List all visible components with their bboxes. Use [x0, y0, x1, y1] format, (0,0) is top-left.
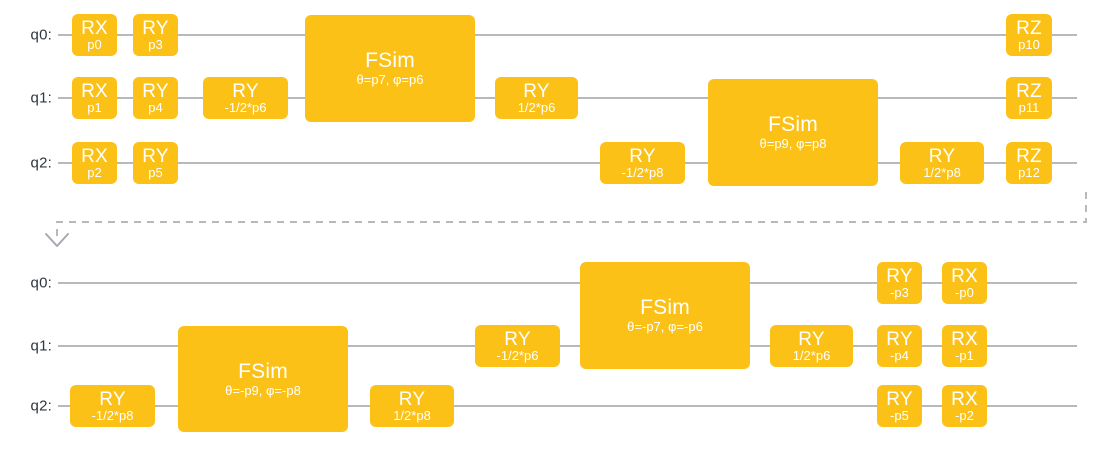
gate-label: RX: [81, 145, 108, 167]
gate-rz-p10[interactable]: RZ p10: [1006, 14, 1052, 56]
gate-fsim-neg-p7-neg-p6[interactable]: FSim θ=-p7, φ=-p6: [580, 262, 750, 369]
gate-ry-p4[interactable]: RY p4: [133, 77, 178, 119]
gate-label: RZ: [1016, 145, 1042, 167]
gate-param: p11: [1018, 99, 1040, 115]
gate-label: FSim: [238, 359, 288, 383]
gate-ry-neg-p5[interactable]: RY -p5: [877, 385, 922, 427]
gate-param: 1/2*p8: [923, 164, 961, 180]
gate-param: -p2: [955, 407, 974, 423]
gate-label: RZ: [1016, 17, 1042, 39]
gate-param: p0: [87, 36, 102, 52]
wire-q2-top: [58, 162, 1077, 164]
qubit-label-q2-top: q2:: [30, 154, 52, 172]
gate-param: p3: [148, 36, 163, 52]
gate-label: RZ: [1016, 80, 1042, 102]
gate-label: RX: [951, 328, 978, 350]
gate-ry-neg-half-p6-q1[interactable]: RY -1/2*p6: [203, 77, 288, 119]
gate-param: θ=p9, φ=p8: [759, 136, 827, 152]
gate-ry-neg-p4[interactable]: RY -p4: [877, 325, 922, 367]
gate-label: RY: [928, 145, 956, 167]
gate-label: RY: [629, 145, 656, 167]
gate-label: RY: [398, 388, 426, 410]
gate-rx-p1[interactable]: RX p1: [72, 77, 117, 119]
gate-param: θ=-p7, φ=-p6: [627, 319, 703, 335]
gate-param: p5: [148, 164, 163, 180]
gate-ry-p3[interactable]: RY p3: [133, 14, 178, 56]
gate-ry-neg-half-p8-q2[interactable]: RY -1/2*p8: [600, 142, 685, 184]
gate-ry-neg-half-p6-q1-inv[interactable]: RY -1/2*p6: [475, 325, 560, 367]
gate-ry-half-p6-q1[interactable]: RY 1/2*p6: [495, 77, 578, 119]
gate-ry-neg-p3[interactable]: RY -p3: [877, 262, 922, 304]
qubit-label-q1-top: q1:: [30, 89, 52, 107]
gate-param: 1/2*p6: [792, 347, 831, 363]
gate-label: FSim: [640, 296, 690, 320]
gate-param: -1/2*p8: [621, 164, 664, 180]
wire-q1-bottom: [58, 345, 1077, 347]
gate-rx-neg-p2[interactable]: RX -p2: [942, 385, 987, 427]
arrowhead-icon: [45, 233, 69, 247]
gate-label: RY: [886, 265, 913, 287]
gate-param: p10: [1018, 36, 1040, 52]
gate-label: RY: [142, 17, 169, 39]
qubit-label-q2-bottom: q2:: [30, 397, 52, 415]
gate-label: RY: [99, 388, 126, 410]
wire-q2-bottom: [58, 405, 1077, 407]
gate-label: RY: [504, 328, 531, 350]
gate-param: p4: [148, 99, 163, 115]
gate-ry-half-p8-q2[interactable]: RY 1/2*p8: [900, 142, 984, 184]
gate-rz-p12[interactable]: RZ p12: [1006, 142, 1052, 184]
gate-fsim-p7-p6[interactable]: FSim θ=p7, φ=p6: [305, 15, 475, 122]
wire-q0-top: [58, 34, 1077, 36]
gate-rx-p0[interactable]: RX p0: [72, 14, 117, 56]
gate-param: 1/2*p6: [517, 99, 556, 115]
gate-label: RY: [232, 80, 259, 102]
gate-ry-neg-half-p8-q2-inv[interactable]: RY -1/2*p8: [70, 385, 155, 427]
gate-label: RX: [951, 265, 978, 287]
gate-param: θ=p7, φ=p6: [356, 72, 424, 88]
gate-rx-p2[interactable]: RX p2: [72, 142, 117, 184]
gate-param: -p5: [890, 407, 909, 423]
gate-param: -1/2*p6: [224, 99, 267, 115]
gate-param: -p0: [955, 284, 974, 300]
gate-label: RX: [951, 388, 978, 410]
gate-param: -1/2*p6: [496, 347, 539, 363]
qubit-label-q0-bottom: q0:: [30, 274, 52, 292]
gate-param: -p1: [955, 347, 974, 363]
gate-label: RY: [886, 328, 913, 350]
dashed-arrow-line: [56, 192, 1087, 240]
gate-ry-p5[interactable]: RY p5: [133, 142, 178, 184]
qubit-label-q0-top: q0:: [30, 26, 52, 44]
gate-ry-half-p8-q2-inv[interactable]: RY 1/2*p8: [370, 385, 454, 427]
qubit-label-q1-bottom: q1:: [30, 337, 52, 355]
gate-fsim-p9-p8[interactable]: FSim θ=p9, φ=p8: [708, 79, 878, 186]
gate-label: RY: [142, 80, 169, 102]
gate-param: p12: [1018, 164, 1040, 180]
gate-param: -p4: [890, 347, 909, 363]
gate-param: -1/2*p8: [91, 407, 134, 423]
gate-label: RX: [81, 80, 108, 102]
gate-rx-neg-p0[interactable]: RX -p0: [942, 262, 987, 304]
gate-param: p1: [87, 99, 102, 115]
gate-fsim-neg-p9-neg-p8[interactable]: FSim θ=-p9, φ=-p8: [178, 326, 348, 432]
gate-param: θ=-p9, φ=-p8: [225, 382, 301, 398]
gate-label: FSim: [768, 113, 818, 137]
gate-param: p2: [87, 164, 102, 180]
gate-label: RY: [142, 145, 169, 167]
gate-label: RX: [81, 17, 108, 39]
gate-rz-p11[interactable]: RZ p11: [1006, 77, 1052, 119]
gate-param: 1/2*p8: [393, 407, 431, 423]
gate-rx-neg-p1[interactable]: RX -p1: [942, 325, 987, 367]
gate-label: RY: [886, 388, 913, 410]
gate-label: FSim: [365, 49, 415, 73]
gate-ry-half-p6-q1-inv[interactable]: RY 1/2*p6: [770, 325, 853, 367]
wire-q0-bottom: [58, 282, 1077, 284]
gate-label: RY: [798, 328, 825, 350]
gate-label: RY: [523, 80, 550, 102]
gate-param: -p3: [890, 284, 909, 300]
